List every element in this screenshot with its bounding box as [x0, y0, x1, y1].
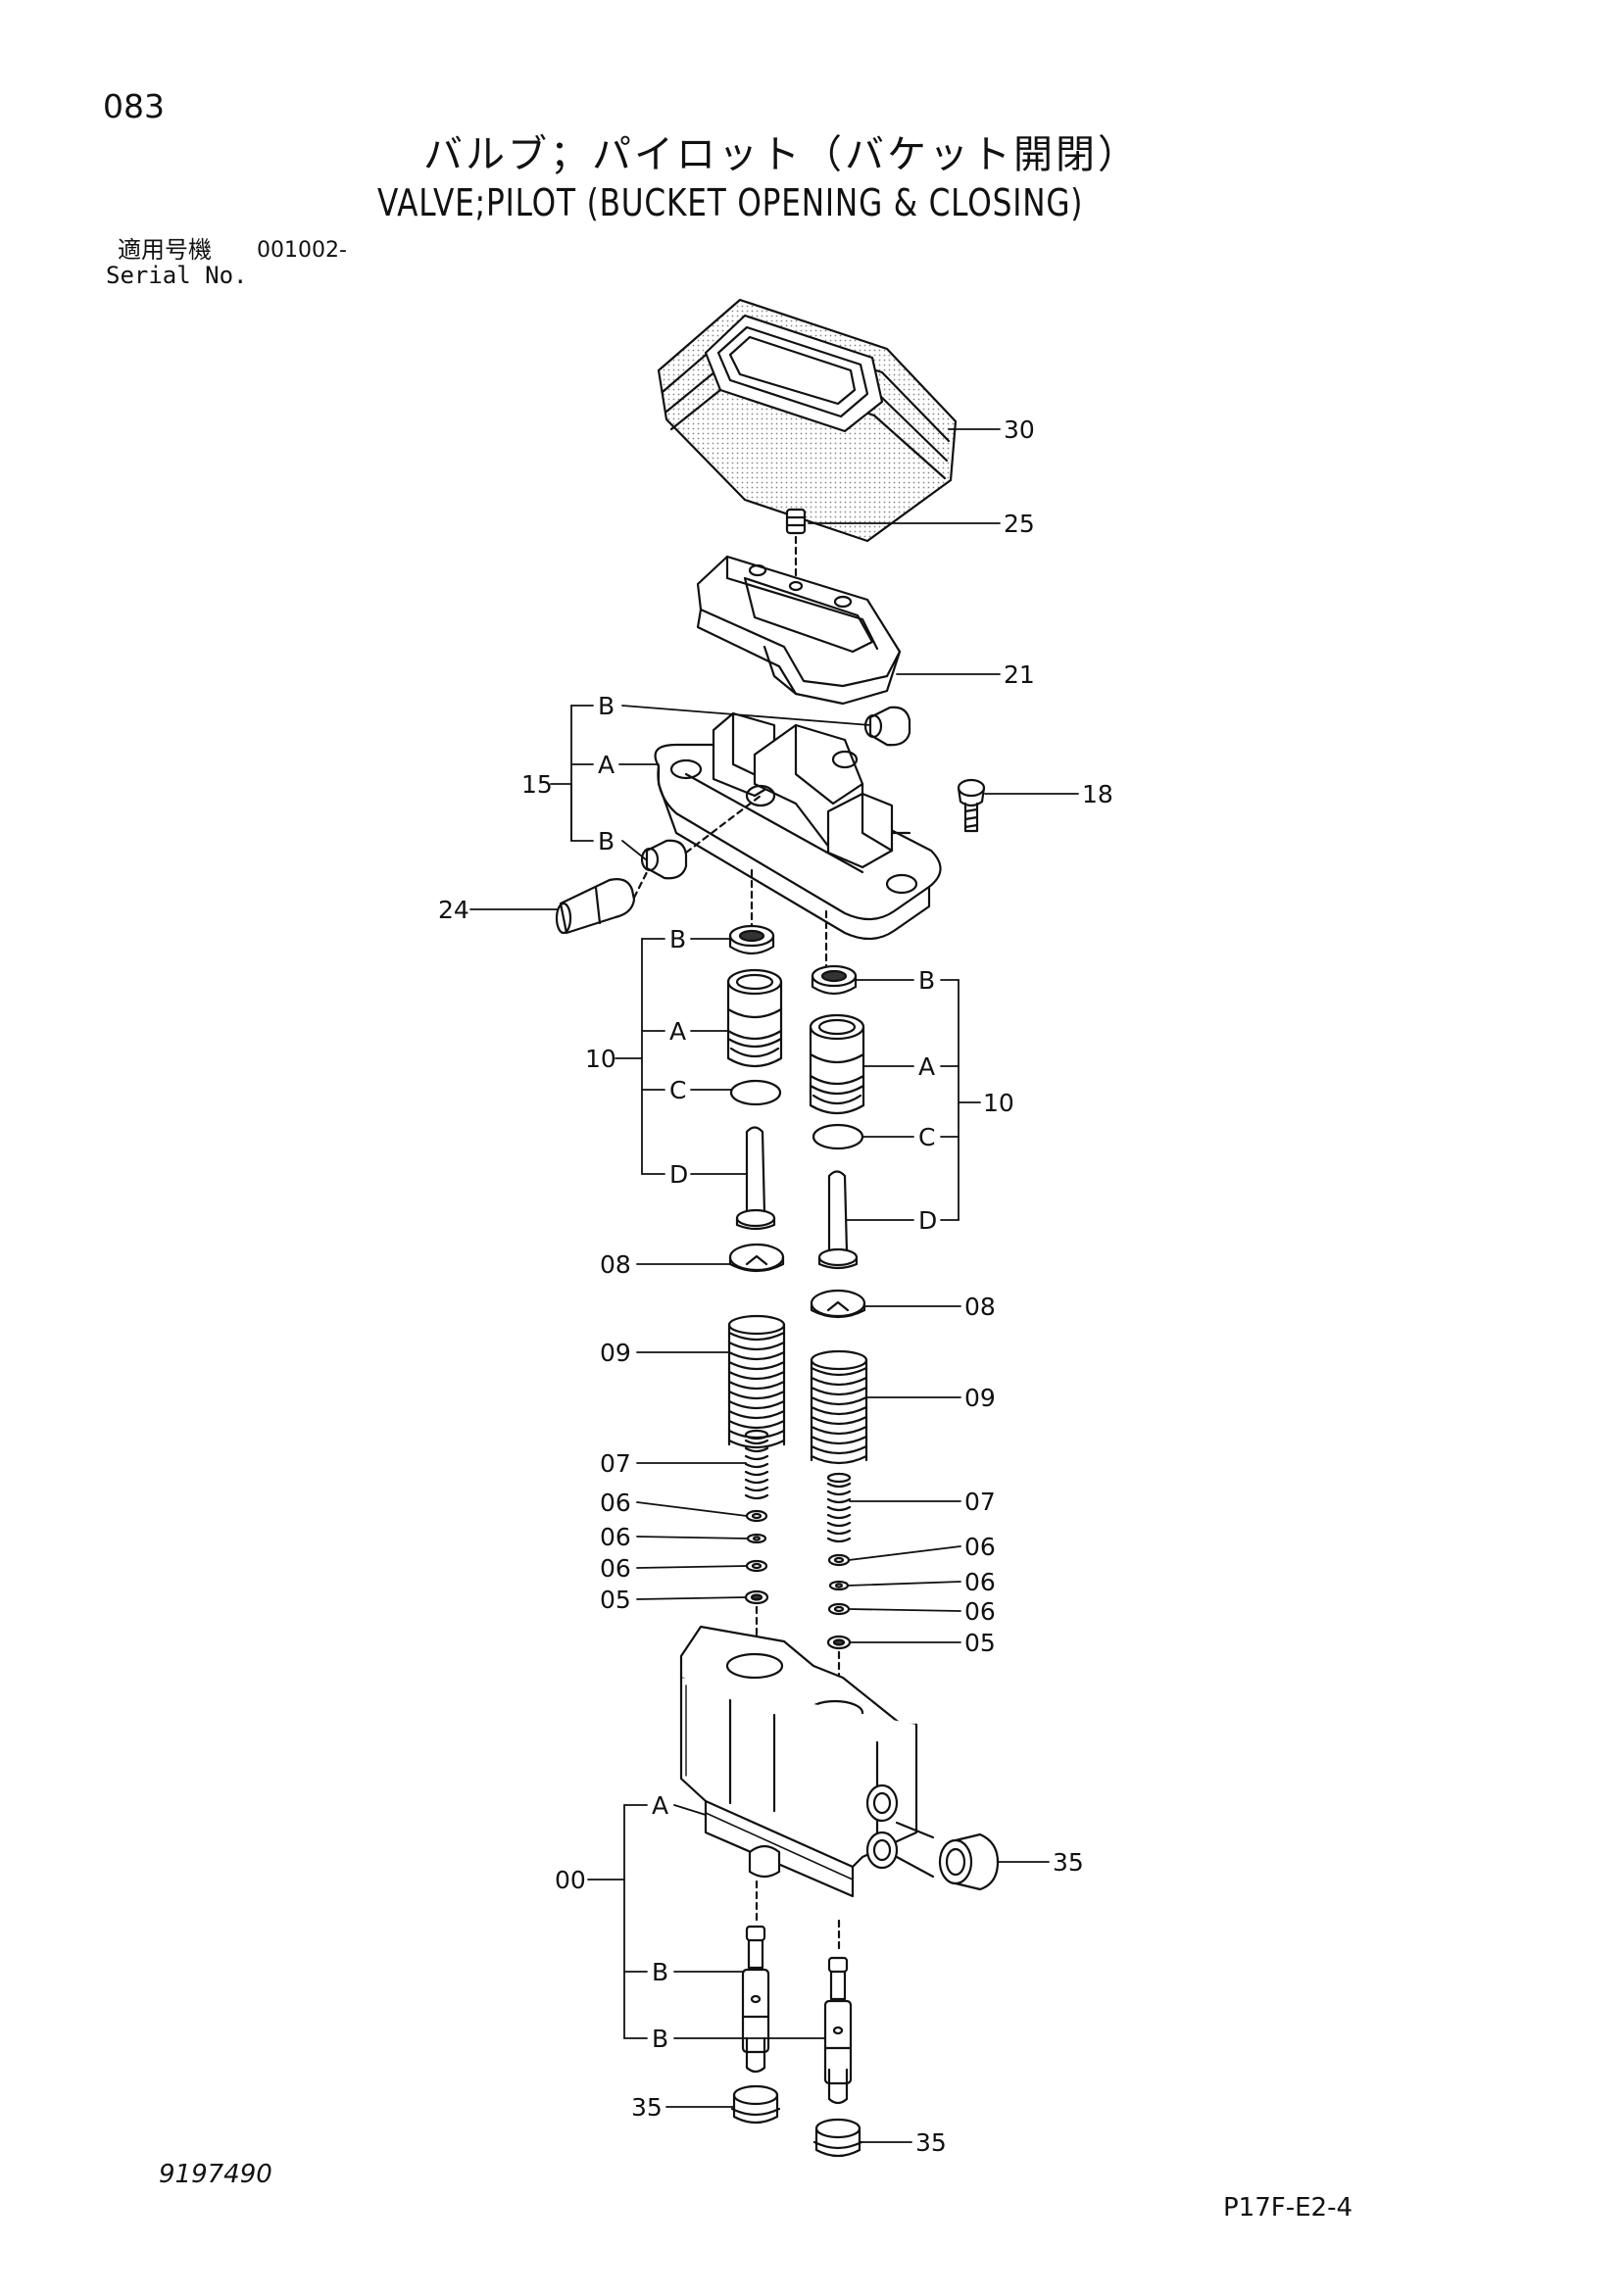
title-japanese: バルブ；パイロット（バケット開閉） [423, 132, 1140, 177]
serial-label-english: Serial No. [106, 262, 248, 289]
left-plunger-stack [726, 924, 786, 1668]
group10l-label-d: D [669, 1160, 688, 1189]
group10l-label-a: A [669, 1017, 686, 1046]
callout-25: 25 [1004, 510, 1035, 538]
callout-35-side: 35 [1053, 1848, 1084, 1877]
group15-label-b-top: B [598, 692, 615, 720]
valve-body-part [679, 1625, 935, 1952]
right-plunger-stack [809, 964, 868, 1715]
group10r-label-c: C [918, 1123, 935, 1151]
group10r-label-d: D [918, 1206, 937, 1235]
group10l-label-b: B [669, 925, 686, 953]
callout-35-right: 35 [915, 2128, 947, 2157]
group10r-label-a: A [918, 1052, 935, 1081]
group15-label-a: A [598, 751, 615, 779]
bracket-plate-part [654, 711, 942, 941]
group10l-label-c: C [669, 1076, 686, 1104]
callout-08-right: 08 [964, 1293, 996, 1321]
spool-parts [741, 1925, 853, 2105]
callout-10-left: 10 [585, 1045, 616, 1073]
sheet-reference: P17F-E2-4 [1223, 2193, 1353, 2223]
callout-24: 24 [438, 896, 469, 924]
callout-35-left: 35 [631, 2093, 663, 2122]
callout-06-right-3: 06 [964, 1597, 996, 1626]
callout-07-right: 07 [964, 1488, 996, 1516]
bushing-part [640, 706, 911, 880]
serial-value: 001002- [257, 238, 347, 263]
callout-15: 15 [521, 770, 553, 799]
serial-label-japanese: 適用号機 [118, 236, 212, 264]
callout-18: 18 [1082, 780, 1113, 808]
callout-09-right: 09 [964, 1384, 996, 1412]
callout-05-right: 05 [964, 1629, 996, 1657]
callout-07-left: 07 [600, 1449, 631, 1478]
callout-06-right-2: 06 [964, 1568, 996, 1596]
rubber-boot-part [657, 298, 958, 543]
callout-21: 21 [1004, 660, 1035, 689]
pin-part [555, 870, 649, 935]
callout-10-right: 10 [983, 1089, 1014, 1117]
callout-05-left: 05 [600, 1586, 631, 1614]
group10r-label-b: B [918, 966, 935, 995]
callout-06-left-3: 06 [600, 1554, 631, 1583]
side-plug-part [938, 1832, 1000, 1891]
group15-label-b-bottom: B [598, 827, 615, 855]
callout-00: 00 [555, 1866, 586, 1894]
document-number: 9197490 [159, 2160, 272, 2189]
bolt-part [957, 778, 986, 833]
callout-30: 30 [1004, 415, 1035, 444]
callout-09-left: 09 [600, 1339, 631, 1367]
page-number: 083 [103, 87, 165, 125]
group00-label-a: A [652, 1791, 668, 1820]
title-english: VALVE;PILOT (BUCKET OPENING & CLOSING) [377, 181, 1084, 224]
group00-label-b-2: B [652, 2025, 668, 2053]
callout-06-left-2: 06 [600, 1523, 631, 1551]
callout-06-left-1: 06 [600, 1489, 631, 1517]
group00-label-b-1: B [652, 1958, 668, 1986]
set-screw-part [785, 508, 807, 588]
callout-06-right-1: 06 [964, 1533, 996, 1561]
bottom-plug-parts [730, 2084, 863, 2158]
callout-08-left: 08 [600, 1250, 631, 1279]
cover-plate-part [696, 555, 902, 706]
